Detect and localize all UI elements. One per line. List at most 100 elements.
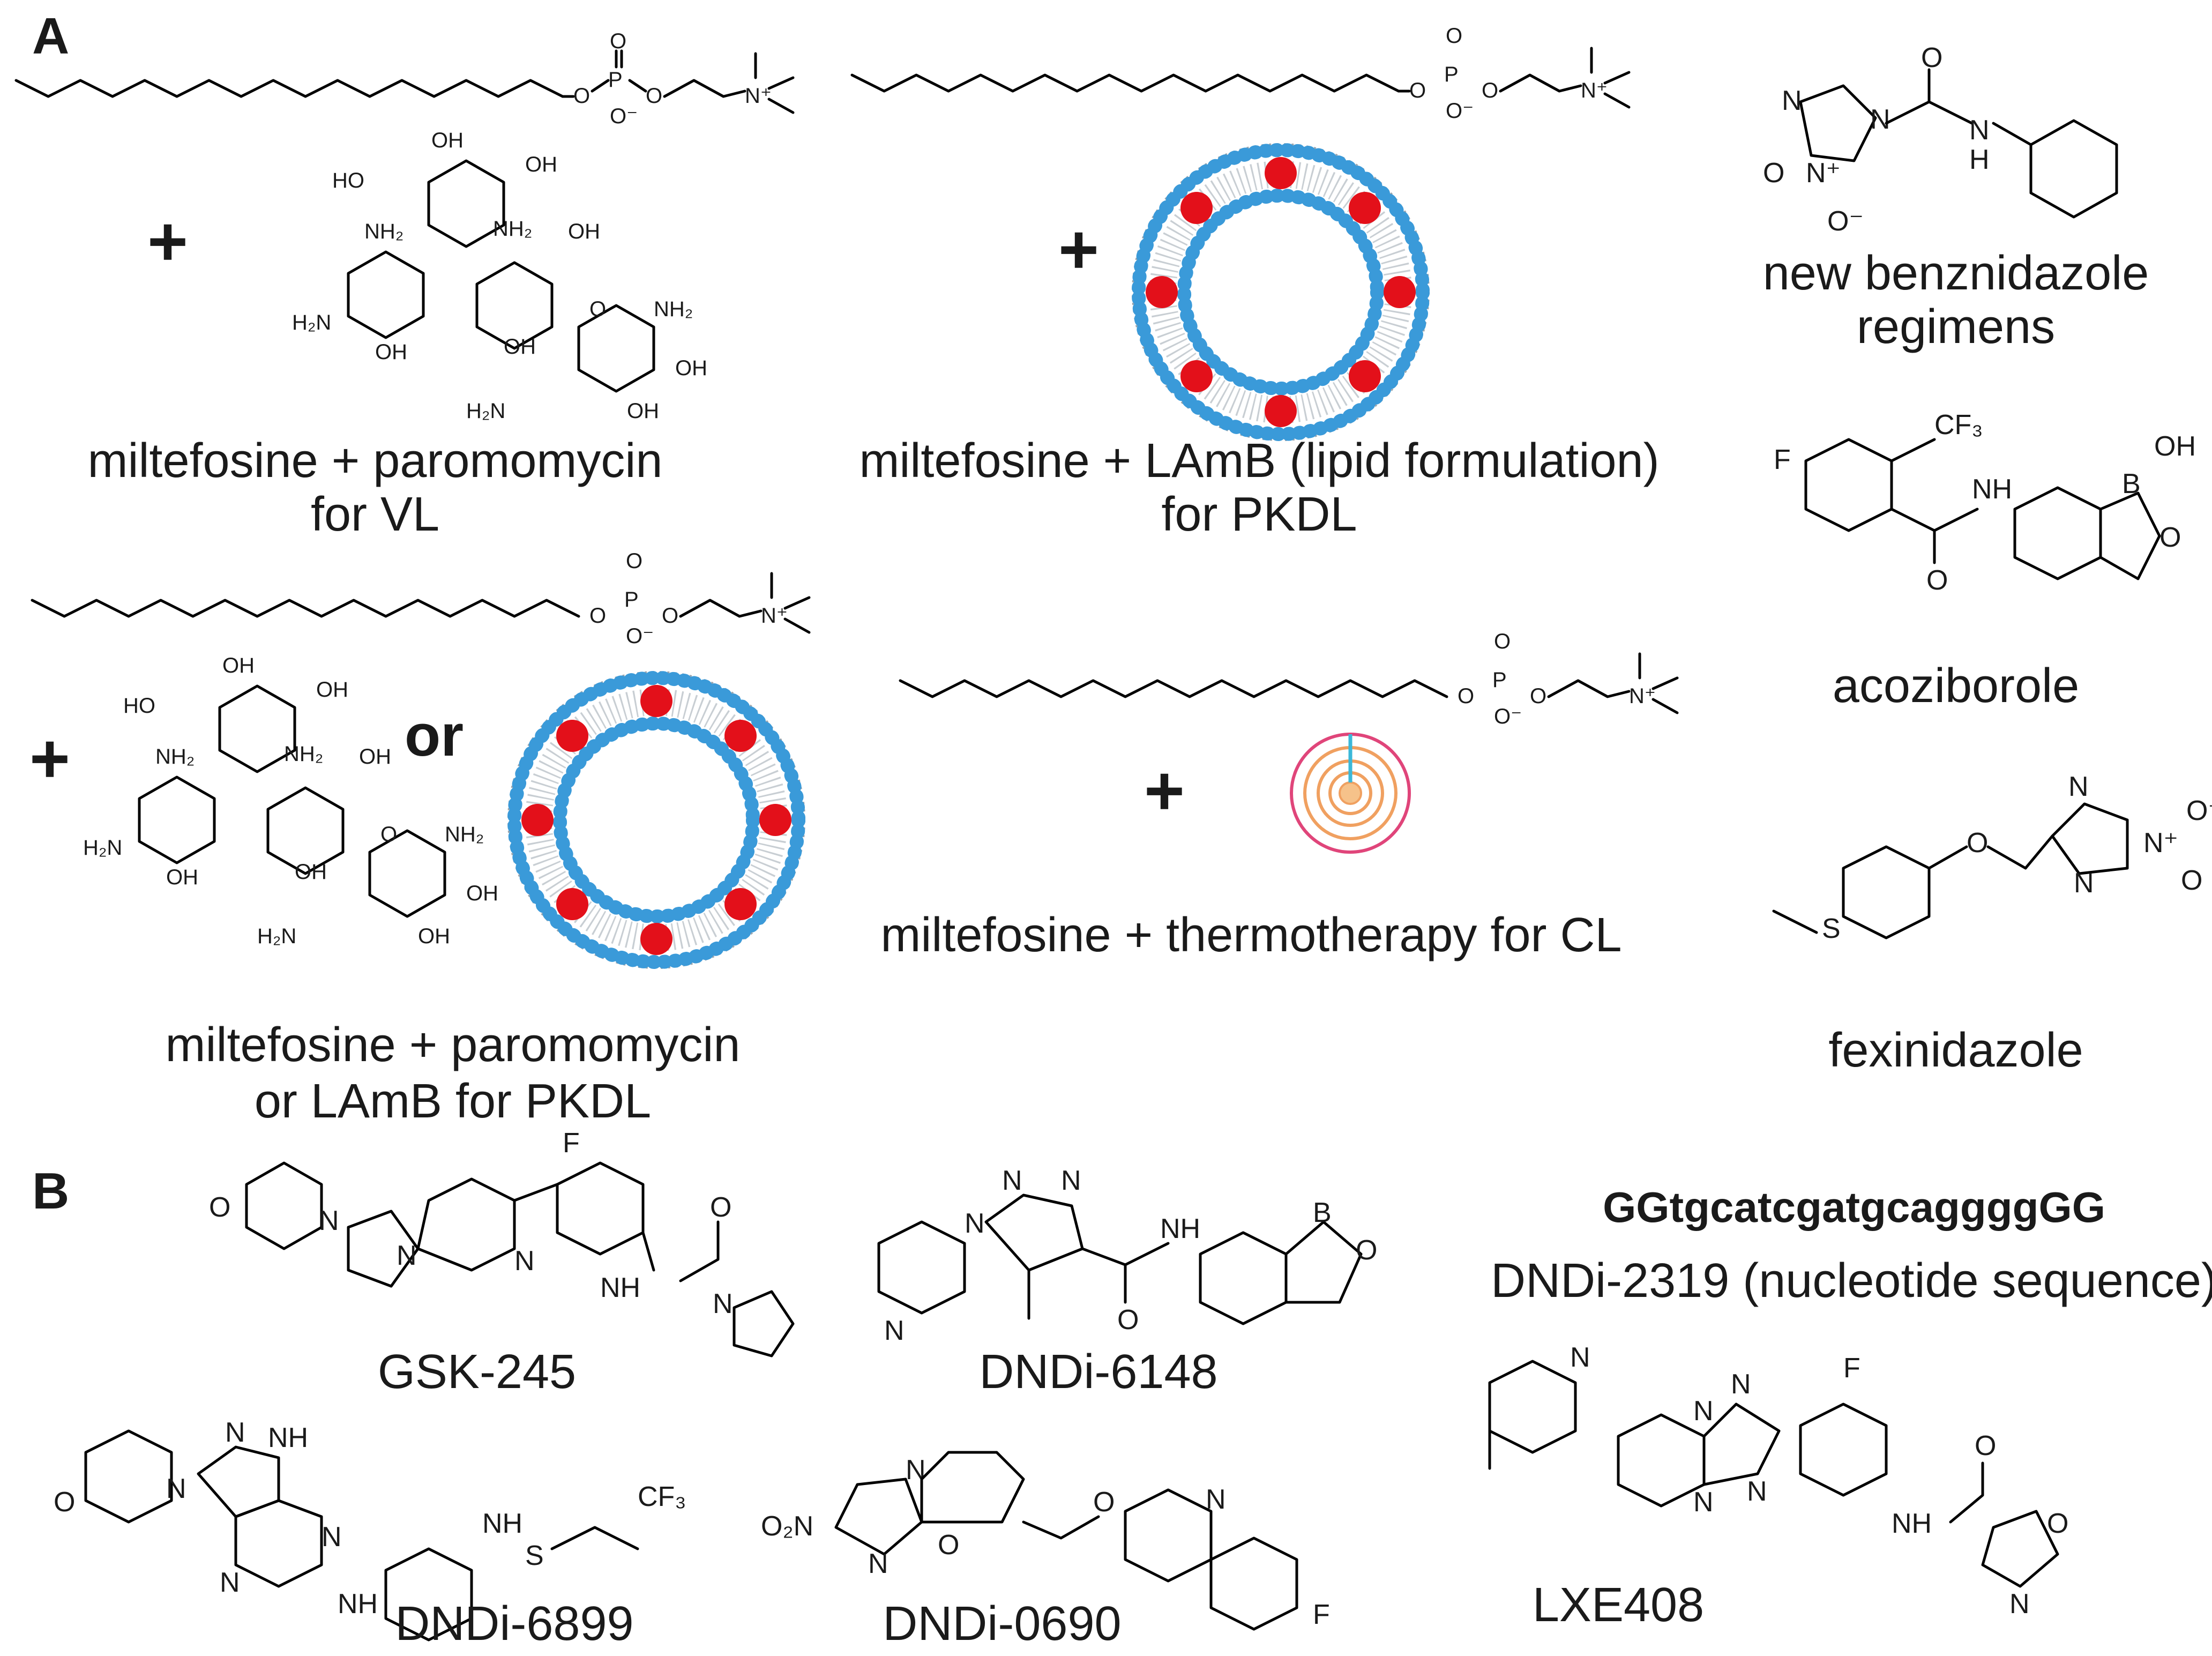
benznidazole-n-nitro: N⁺ [1806, 158, 1841, 189]
paromomycin-2-oh-5: OH [295, 860, 327, 884]
benznidazole-o-minus: O⁻ [1827, 206, 1864, 237]
miltefosine-4-o1: O [1458, 684, 1474, 708]
miltefosine-o1: O [573, 84, 590, 108]
benznidazole-n3: N [1969, 115, 1990, 146]
paromomycin-2-ho-1: HO [123, 694, 155, 718]
paromomycin-2-oh-7: OH [418, 924, 450, 948]
caption-combo1-line1: miltefosine + paromomycin [88, 434, 663, 488]
liposome-lamb-1 [1132, 143, 1430, 441]
paromomycin-structure-1: HO OH OH NH₂ NH₂ OH H₂N OH NH₂ O OH OH H… [292, 129, 707, 423]
paromomycin-nh2-1: NH₂ [364, 220, 403, 243]
dndi6148-n1: N [1002, 1165, 1022, 1196]
caption-combo3-line2: or LAmB for PKDL [255, 1075, 651, 1128]
lxe408-n2: N [1693, 1487, 1714, 1518]
paromomycin-ho-1: HO [332, 169, 364, 192]
benznidazole-h: H [1969, 144, 1990, 175]
caption-benznidazole-line2: regimens [1857, 300, 2055, 354]
miltefosine-3-n: N⁺ [761, 604, 788, 628]
label-dndi0690: DNDi-0690 [883, 1597, 1121, 1651]
lxe408-n1: N [1693, 1396, 1714, 1427]
dndi6899-n2: N [225, 1417, 245, 1448]
dndi6899-nh: NH [268, 1422, 308, 1453]
paromomycin-2-nh2-1: NH₂ [155, 745, 195, 769]
miltefosine-4-o4: O [1530, 684, 1546, 708]
lxe408-n-ox: N [2009, 1588, 2030, 1620]
panel-b-label: B [32, 1162, 69, 1220]
paromomycin-2-oh-6: OH [466, 882, 498, 905]
dndi0690-n2: N [868, 1548, 888, 1579]
lxe408-f: F [1843, 1353, 1860, 1384]
paromomycin-oh-1: OH [431, 129, 464, 152]
paromomycin-2-oh-4: OH [166, 866, 198, 889]
fexinidazole-n1: N [2068, 771, 2089, 802]
dndi6148-n2: N [1061, 1165, 1081, 1196]
gsk245-n1: N [319, 1205, 339, 1236]
caption-combo1-line2: for VL [311, 488, 439, 541]
dndi6148-nh: NH [1160, 1213, 1200, 1244]
caption-acoziborole: acoziborole [1833, 659, 2079, 713]
dndi6148-o-ring: O [1356, 1235, 1377, 1266]
dndi0690-o-ring: O [938, 1530, 959, 1561]
caption-fexinidazole: fexinidazole [1828, 1024, 2083, 1077]
fexinidazole-n-nitro: N⁺ [2143, 827, 2178, 859]
benznidazole-o-nitro: O [1763, 158, 1784, 189]
lxe408-n-py: N [1570, 1342, 1590, 1373]
dndi0690-structure: O₂N N N O O N F [761, 1451, 1330, 1631]
benznidazole-structure: N N O N H O N⁺ O⁻ [1763, 42, 2118, 237]
miltefosine-4-n: N⁺ [1629, 684, 1656, 708]
acoziborole-cf3: CF₃ [1934, 409, 1983, 441]
paromomycin-oh-6: OH [675, 356, 707, 380]
plus-sign-3: + [29, 719, 70, 797]
paromomycin-2-oh-1: OH [222, 654, 255, 677]
lxe408-hn: NH [1892, 1508, 1932, 1539]
plus-sign-2: + [1058, 210, 1099, 288]
dndi6148-structure: N N N N O NH B O [877, 1165, 1377, 1346]
miltefosine-n: N⁺ [745, 84, 772, 108]
benznidazole-o: O [1921, 42, 1942, 73]
acoziborole-nh: NH [1972, 474, 2012, 505]
dndi0690-o2n: O₂N [761, 1511, 813, 1542]
dndi0690-f: F [1313, 1599, 1330, 1630]
paromomycin-oh-7: OH [627, 399, 659, 423]
liposome-lamb-2 [507, 671, 805, 969]
miltefosine-structure-4: O P O O⁻ O N⁺ [900, 630, 1679, 728]
lxe408-n3: N [1731, 1369, 1751, 1400]
caption-benznidazole-line1: new benznidazole [1763, 247, 2149, 300]
gsk245-n2: N [397, 1240, 417, 1271]
miltefosine-3-o3: O⁻ [626, 624, 654, 648]
paromomycin-2-h2n-2: H₂N [257, 924, 296, 948]
paromomycin-oh-2: OH [525, 153, 557, 176]
miltefosine-2-o4: O [1482, 79, 1498, 102]
acoziborole-o-ring: O [2159, 522, 2181, 553]
dndi6148-b: B [1313, 1197, 1332, 1228]
paromomycin-2-oh-3: OH [359, 745, 391, 769]
paromomycin-nh2-3: NH₂ [654, 297, 693, 321]
lxe408-structure: N N N N N F NH O O N [1488, 1342, 2068, 1620]
gsk245-f: F [563, 1128, 580, 1159]
label-dndi2319: DNDi-2319 (nucleotide sequence) [1491, 1254, 2212, 1308]
miltefosine-structure-1: O P O O⁻ O N⁺ [16, 29, 795, 128]
lxe408-n4: N [1747, 1476, 1767, 1507]
miltefosine-4-p: P [1492, 668, 1507, 692]
miltefosine-3-o4: O [662, 604, 678, 628]
fexinidazole-n2: N [2074, 868, 2094, 899]
fexinidazole-o: O [1967, 827, 1988, 859]
dndi6899-o: O [54, 1487, 75, 1518]
miltefosine-2-p: P [1444, 63, 1459, 86]
plus-sign-1: + [147, 202, 188, 280]
lxe408-o-ox: O [2047, 1508, 2068, 1539]
lxe408-o: O [1975, 1430, 1996, 1461]
paromomycin-oh-3: OH [568, 220, 600, 243]
miltefosine-p: P [608, 68, 623, 92]
paromomycin-oh-5: OH [504, 335, 536, 359]
dndi6148-n3: N [965, 1208, 985, 1239]
caption-combo2-line1: miltefosine + LAmB (lipid formulation) [859, 434, 1659, 488]
dndi6148-o: O [1117, 1304, 1139, 1336]
miltefosine-2-o2: O [1446, 24, 1462, 48]
miltefosine-structure-2: O P O O⁻ O N⁺ [852, 24, 1631, 123]
miltefosine-2-o1: O [1409, 79, 1426, 102]
gsk245-n3: N [514, 1245, 535, 1277]
panel-a-label: A [32, 8, 69, 65]
acoziborole-o: O [1926, 565, 1948, 596]
fexinidazole-o2-nitro: O [2181, 865, 2202, 896]
